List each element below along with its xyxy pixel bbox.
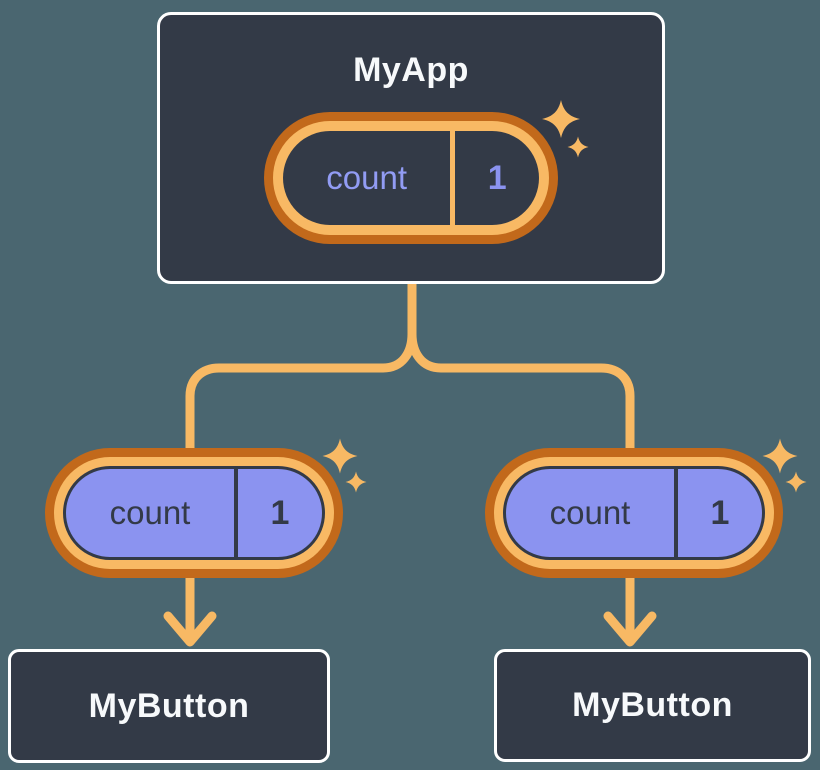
arrow-down-icon [603, 611, 657, 647]
prop-value: 1 [710, 493, 730, 532]
prop-label: count [549, 494, 631, 531]
button-card-left: MyButton [8, 649, 330, 763]
prop-pill-left: count 1 [45, 448, 343, 578]
prop-pill-body: count 1 [503, 466, 765, 560]
prop-pill-body: count 1 [63, 466, 325, 560]
prop-label: count [109, 494, 191, 531]
prop-pill-ring: count 1 [494, 457, 774, 569]
prop-pill-ring: count 1 [54, 457, 334, 569]
state-pill: count 1 [264, 112, 558, 244]
button-title: MyButton [88, 686, 250, 725]
state-pill-body: count 1 [283, 131, 539, 225]
prop-value: 1 [270, 493, 290, 532]
pill-divider [674, 469, 678, 557]
state-pill-ring: count 1 [273, 121, 549, 235]
button-title: MyButton [572, 686, 733, 724]
app-title: MyApp [353, 51, 469, 89]
state-label: count [326, 159, 408, 196]
pill-divider [450, 131, 456, 225]
prop-pill-right: count 1 [485, 448, 783, 578]
button-card-right: MyButton [494, 649, 811, 762]
arrow-down-icon [163, 611, 217, 647]
state-value: 1 [487, 158, 507, 197]
